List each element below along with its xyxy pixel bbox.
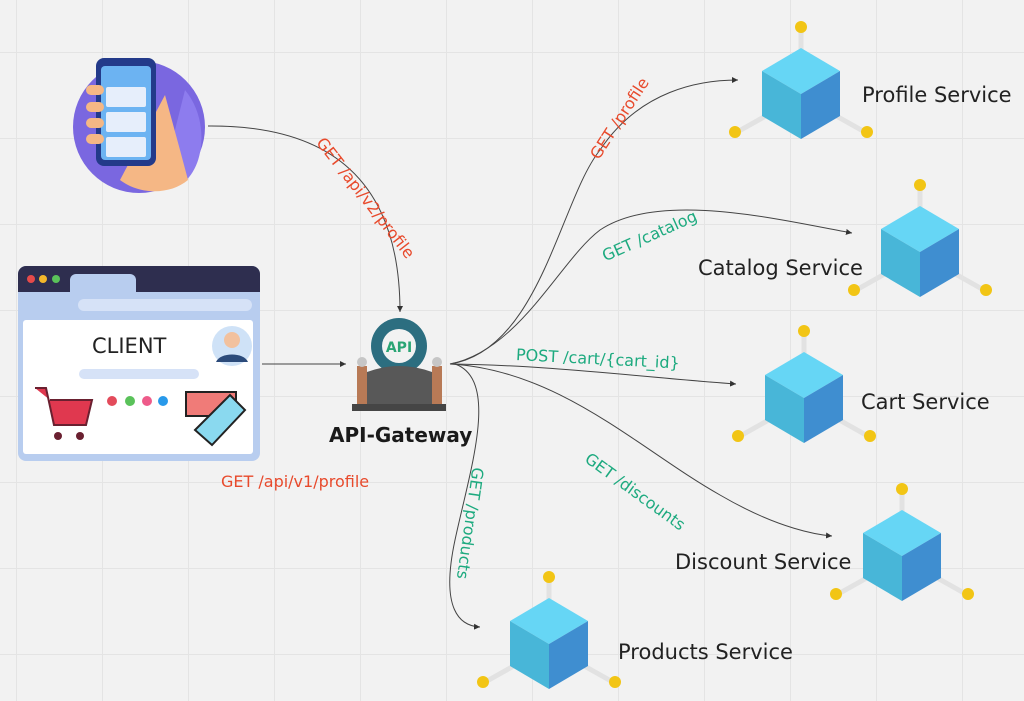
gate-gear-icon: API: [352, 318, 446, 411]
edge-gateway-to-discount: [449, 363, 833, 539]
edge-gateway-to-catalog: [449, 209, 853, 365]
service-label-catalog: Catalog Service: [698, 256, 863, 280]
discount-service-cube-icon: [830, 483, 974, 601]
gateway-label: API-Gateway: [329, 423, 473, 447]
service-label-products: Products Service: [618, 640, 793, 664]
smartphone-in-hand-icon: [73, 58, 205, 193]
browser-window-icon: [18, 266, 260, 461]
profile-service-cube-icon: [729, 21, 873, 139]
service-label-cart: Cart Service: [861, 390, 990, 414]
products-service-cube-icon: [477, 571, 621, 689]
edge-gateway-to-cart: [449, 363, 737, 387]
edge-mobile-to-gateway: [207, 125, 403, 313]
service-label-discount: Discount Service: [675, 550, 852, 574]
client-label: CLIENT: [92, 334, 167, 358]
service-label-profile: Profile Service: [862, 83, 1012, 107]
edge-gateway-to-profile: [449, 77, 739, 365]
cart-service-cube-icon: [732, 325, 876, 443]
api-badge: API: [386, 340, 412, 356]
catalog-service-cube-icon: [848, 179, 992, 297]
edge-gateway-to-products: [449, 363, 481, 630]
request-label-v1-profile: GET /api/v1/profile: [221, 472, 370, 491]
